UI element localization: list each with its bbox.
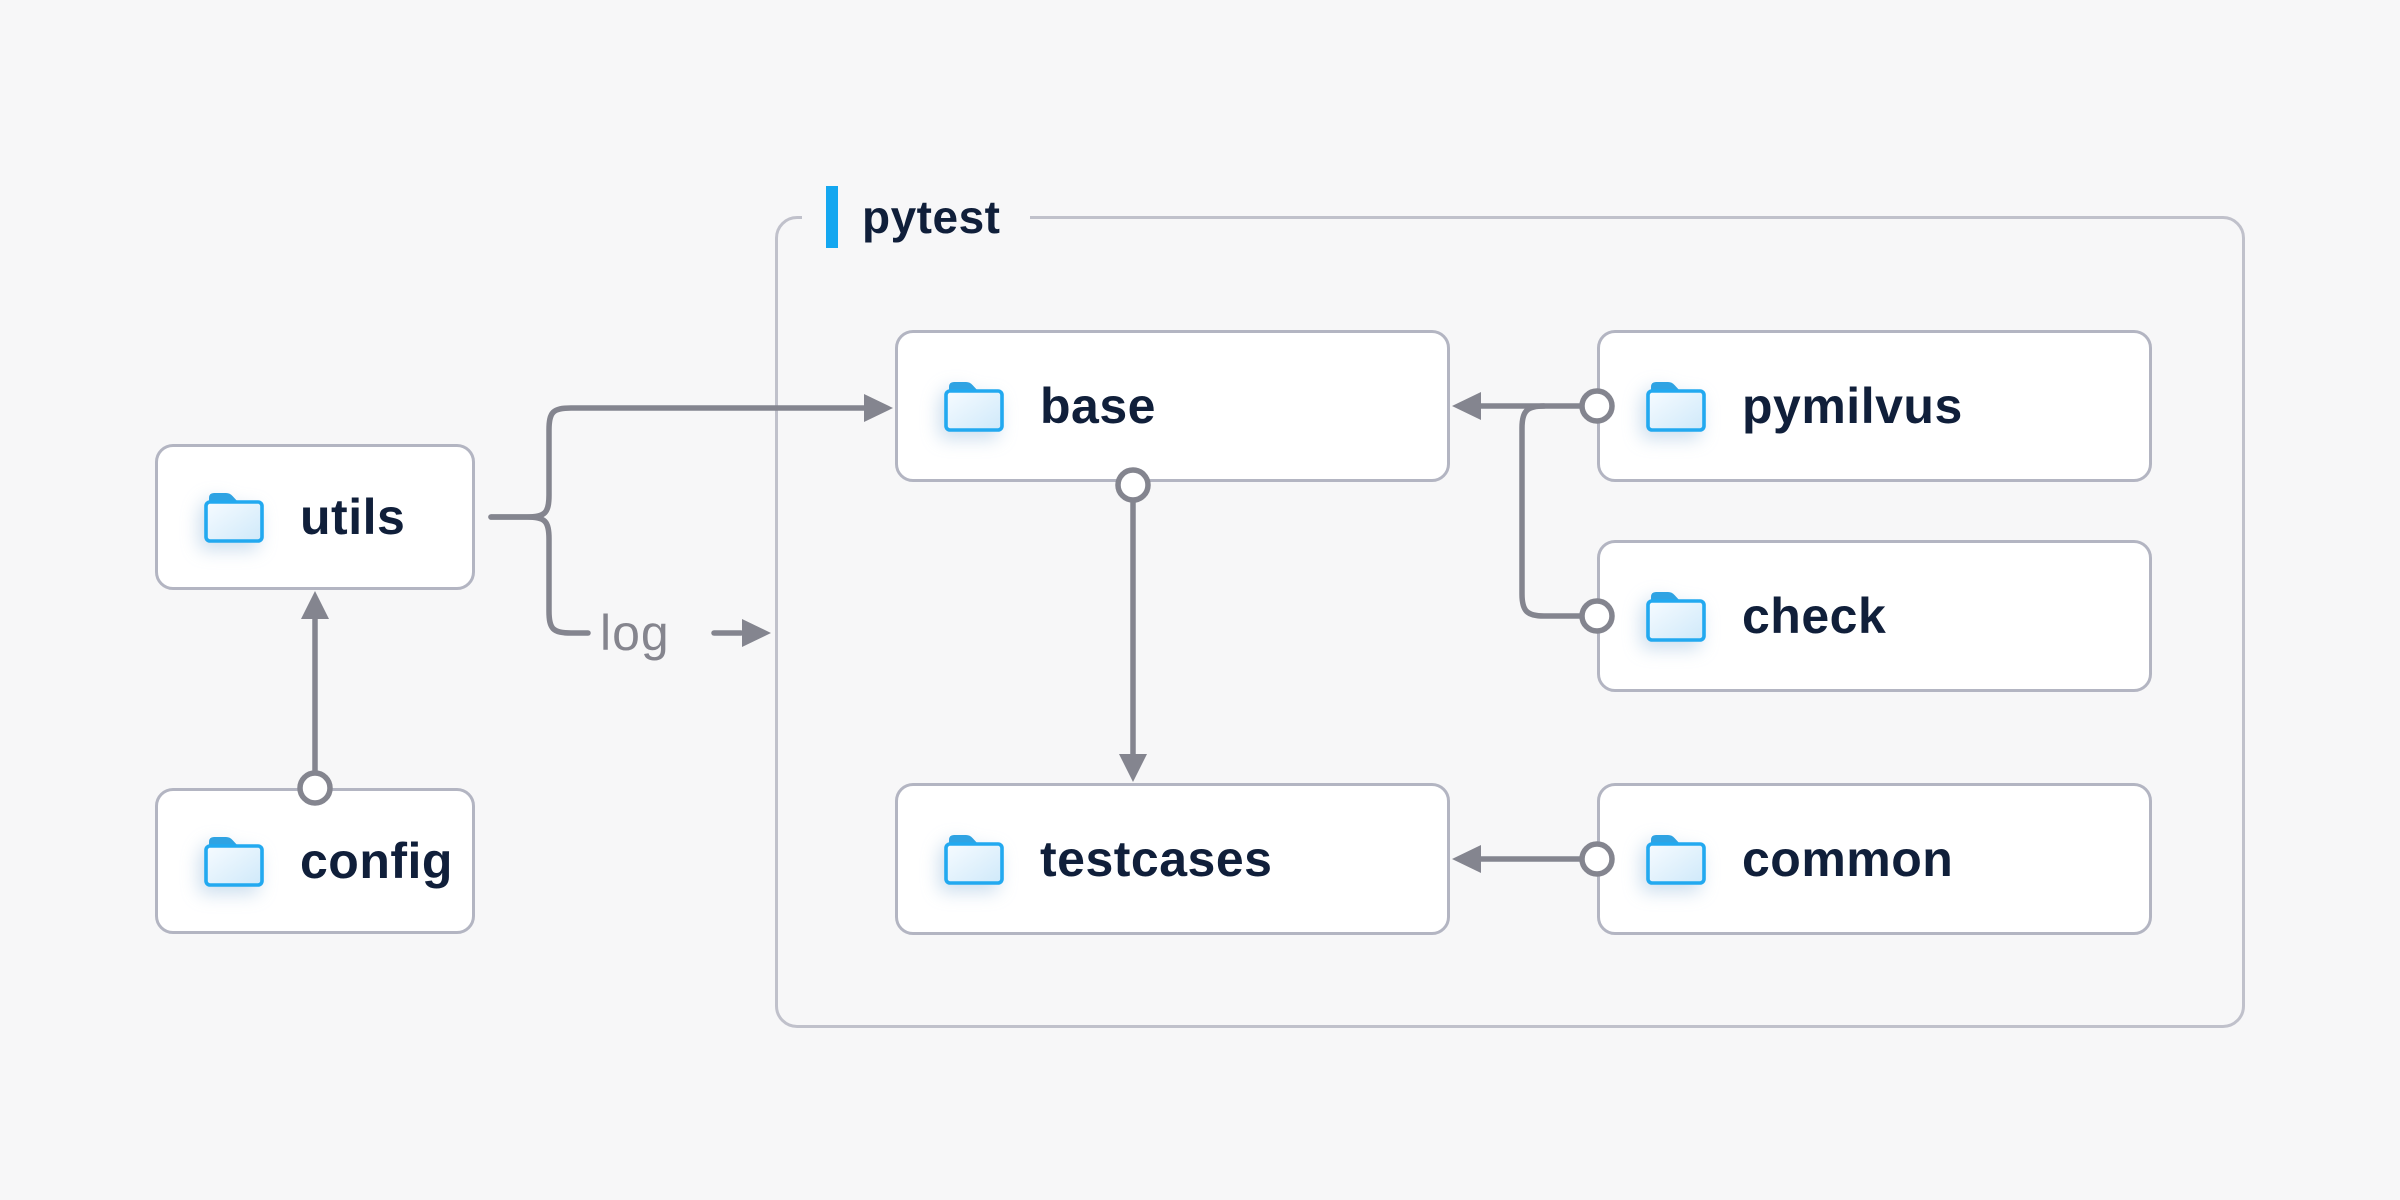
node-label: check — [1742, 588, 1887, 644]
edge-log-arrow — [711, 619, 771, 647]
folder-icon — [1646, 592, 1706, 642]
node-label: pymilvus — [1742, 378, 1963, 434]
node-common: common — [1597, 783, 2152, 935]
folder-icon — [204, 837, 264, 887]
node-utils: utils — [155, 444, 475, 590]
node-label: config — [300, 833, 453, 889]
node-label: utils — [300, 489, 406, 545]
folder-icon — [944, 835, 1004, 885]
folder-icon — [1646, 382, 1706, 432]
node-label: base — [1040, 378, 1156, 434]
node-label: common — [1742, 831, 1954, 887]
node-label: testcases — [1040, 831, 1273, 887]
pytest-group-title: pytest — [862, 191, 1001, 243]
folder-icon — [944, 382, 1004, 432]
node-config: config — [155, 788, 475, 934]
node-testcases: testcases — [895, 783, 1450, 935]
node-check: check — [1597, 540, 2152, 692]
pytest-group-label: pytest — [802, 180, 1031, 254]
folder-icon — [204, 493, 264, 543]
accent-bar — [826, 186, 838, 248]
folder-icon — [1646, 835, 1706, 885]
node-pymilvus: pymilvus — [1597, 330, 2152, 482]
pytest-group-box — [775, 216, 2245, 1028]
node-base: base — [895, 330, 1450, 482]
edge-utils-log — [488, 514, 591, 636]
edge-config-utils — [297, 591, 333, 806]
edge-label-log: log — [600, 605, 670, 661]
